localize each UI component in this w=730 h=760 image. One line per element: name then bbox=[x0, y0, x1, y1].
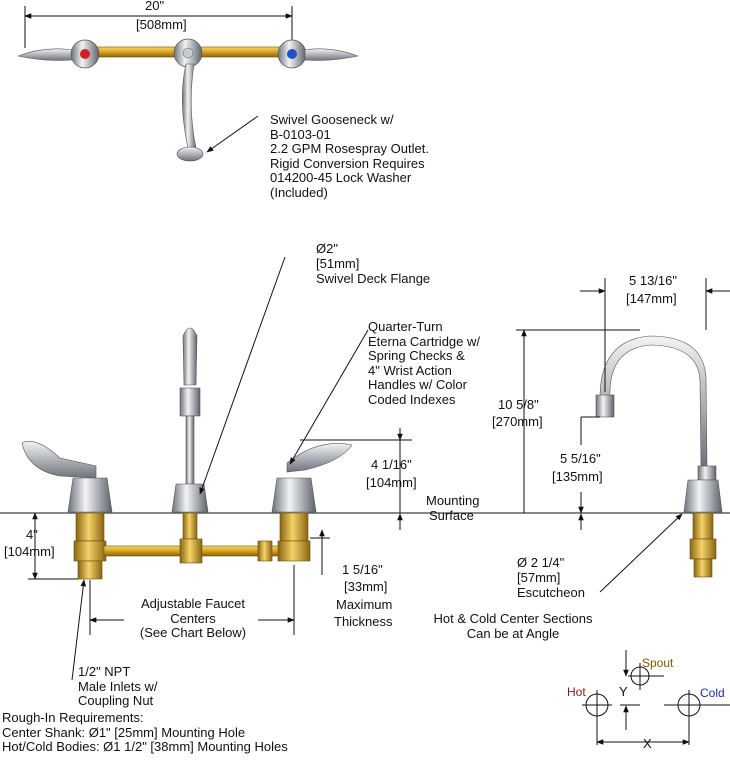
handle-height-inches: 4 1/16" bbox=[371, 457, 412, 472]
x-label: X bbox=[643, 736, 652, 751]
escutcheon bbox=[683, 479, 723, 513]
cold-label: Cold bbox=[700, 686, 725, 700]
escutcheon-label: Escutcheon bbox=[517, 585, 585, 600]
center-tee bbox=[179, 538, 203, 564]
shank-height-mm: [104mm] bbox=[4, 544, 55, 559]
front-view bbox=[0, 256, 730, 681]
reach-inches: 5 13/16" bbox=[629, 273, 677, 288]
flange-leader bbox=[199, 256, 286, 495]
flange-mm: [51mm] bbox=[316, 256, 360, 271]
hot-coupling-nut bbox=[77, 560, 103, 580]
y-label: Y bbox=[619, 684, 628, 699]
gooseneck-note: Swivel Gooseneck w/ B-0103-01 2.2 GPM Ro… bbox=[270, 112, 429, 200]
centers-note: Adjustable Faucet Centers (See Chart Bel… bbox=[139, 596, 247, 640]
side-view bbox=[516, 278, 730, 593]
top-rosespray-outlet bbox=[176, 146, 204, 162]
flange-diameter: Ø2" bbox=[316, 241, 338, 256]
cold-index-icon bbox=[287, 49, 297, 59]
cartridge-note: Quarter-Turn Eterna Cartridge w/ Spring … bbox=[368, 319, 480, 407]
cold-wrist-handle bbox=[286, 443, 353, 473]
top-width-mm: [508mm] bbox=[136, 17, 187, 32]
height-mm: [270mm] bbox=[492, 414, 543, 429]
rough-in-requirements: Rough-In Requirements: Center Shank: Ø1"… bbox=[2, 710, 288, 755]
spout-label: Spout bbox=[642, 656, 674, 670]
hot-label: Hot bbox=[567, 685, 586, 699]
outlet-inches: 5 5/16" bbox=[560, 451, 601, 466]
hole-layout-diagram bbox=[582, 650, 730, 745]
thickness-mm: [33mm] bbox=[344, 579, 388, 594]
thickness-label-2: Thickness bbox=[334, 614, 393, 629]
escutcheon-mm: [57mm] bbox=[517, 570, 561, 585]
shank-height-inches: 4" bbox=[26, 527, 38, 542]
hot-shank bbox=[75, 512, 105, 542]
thickness-inches: 1 5/16" bbox=[342, 562, 383, 577]
rough-in-bodies: Hot/Cold Bodies: Ø1 1/2" [38mm] Mounting… bbox=[2, 739, 288, 754]
top-width-inches: 20" bbox=[145, 0, 165, 13]
rough-in-center: Center Shank: Ø1" [25mm] Mounting Hole bbox=[2, 724, 246, 740]
cold-shank bbox=[279, 512, 309, 542]
outlet-mm: [135mm] bbox=[552, 469, 603, 484]
angle-note: Hot & Cold Center Sections Can be at Ang… bbox=[433, 611, 593, 641]
escutcheon-leader bbox=[599, 513, 683, 593]
mounting-surface-label-2: Surface bbox=[429, 508, 474, 523]
top-cold-handle bbox=[304, 48, 360, 61]
hot-body bbox=[67, 477, 113, 513]
flange-label: Swivel Deck Flange bbox=[316, 271, 431, 286]
inlet-note: 1/2" NPT Male Inlets w/ Coupling Nut bbox=[78, 664, 158, 708]
top-gooseneck bbox=[182, 63, 197, 149]
escutcheon-diameter: Ø 2 1/4" bbox=[517, 555, 565, 570]
handle-height-mm: [104mm] bbox=[366, 475, 417, 490]
height-inches: 10 5/8" bbox=[498, 397, 539, 412]
center-spout bbox=[182, 327, 198, 386]
hot-index-icon bbox=[80, 49, 90, 59]
thickness-label-1: Maximum bbox=[336, 597, 393, 612]
top-hot-handle bbox=[16, 48, 73, 61]
side-rosespray-outlet bbox=[595, 394, 615, 418]
cold-body bbox=[271, 477, 317, 513]
reach-mm: [147mm] bbox=[626, 291, 677, 306]
mounting-surface-label-1: Mounting bbox=[426, 493, 480, 508]
hot-wrist-handle bbox=[21, 441, 97, 479]
rough-in-title: Rough-In Requirements: bbox=[2, 710, 144, 725]
inlet-leader bbox=[71, 579, 87, 681]
gooseneck-leader bbox=[206, 115, 259, 153]
cartridge-leader bbox=[289, 329, 369, 465]
top-view bbox=[16, 6, 360, 162]
side-gooseneck bbox=[599, 335, 708, 467]
swivel-deck-flange bbox=[171, 483, 209, 513]
